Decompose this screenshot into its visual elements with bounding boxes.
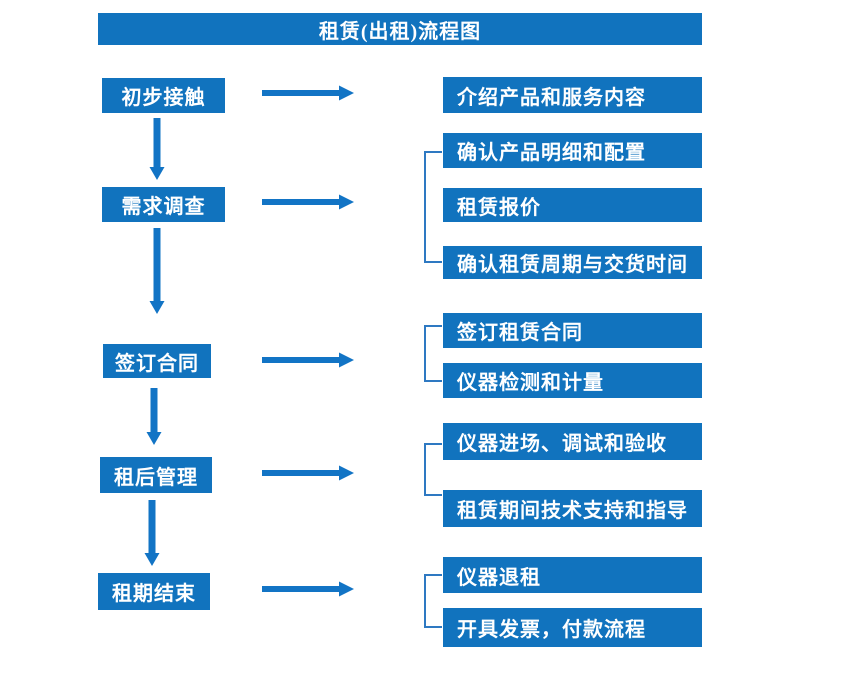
detail-box-invoice-payment: 开具发票，付款流程 xyxy=(443,608,702,647)
arrow-down-icon xyxy=(146,388,162,445)
arrow-down-icon xyxy=(144,500,160,566)
arrow-right-icon xyxy=(262,85,354,101)
detail-box-rental-quote: 租赁报价 xyxy=(443,188,702,222)
arrow-right-icon xyxy=(262,465,354,481)
detail-box-instrument-return: 仪器退租 xyxy=(443,557,702,593)
step-box-sign-contract: 签订合同 xyxy=(103,344,211,378)
step-box-demand-survey: 需求调查 xyxy=(102,187,225,222)
arrow-right-icon xyxy=(262,581,354,597)
arrow-right-icon xyxy=(262,194,354,210)
detail-box-instrument-testing: 仪器检测和计量 xyxy=(443,363,702,398)
detail-box-confirm-product-config: 确认产品明细和配置 xyxy=(443,133,702,168)
arrow-right-icon xyxy=(262,352,354,368)
step-box-rental-end: 租期结束 xyxy=(98,573,210,610)
title-bar: 租赁(出租)流程图 xyxy=(98,13,702,45)
arrow-down-icon xyxy=(149,118,165,180)
detail-box-confirm-period-delivery: 确认租赁周期与交货时间 xyxy=(443,246,702,279)
step-box-post-rental-management: 租后管理 xyxy=(100,457,212,493)
bracket-connector xyxy=(424,151,442,263)
bracket-connector xyxy=(424,325,442,382)
detail-box-instrument-setup-acceptance: 仪器进场、调试和验收 xyxy=(443,423,702,460)
step-box-initial-contact: 初步接触 xyxy=(102,78,225,113)
arrow-down-icon xyxy=(149,228,165,314)
detail-box-sign-rental-contract: 签订租赁合同 xyxy=(443,313,702,348)
bracket-connector xyxy=(424,443,442,496)
bracket-connector xyxy=(424,574,442,628)
page-title: 租赁(出租)流程图 xyxy=(318,20,482,43)
detail-box-introduce-products: 介绍产品和服务内容 xyxy=(443,77,702,113)
detail-box-technical-support: 租赁期间技术支持和指导 xyxy=(443,490,702,527)
